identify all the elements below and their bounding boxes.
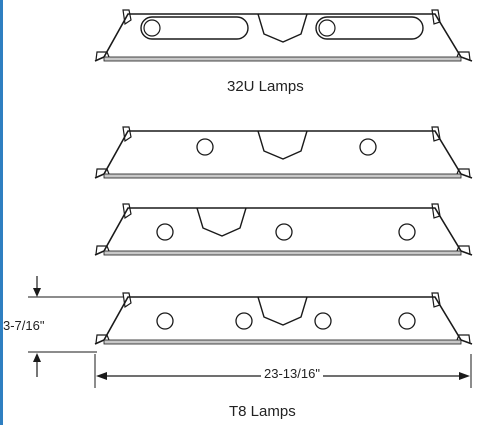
left-mounting-clip [95,9,132,61]
label-height-dimension: 3-7/16" [3,318,45,333]
accent-bar [0,0,3,425]
arrow-up-icon [33,353,41,362]
left-mounting-clip [95,126,132,178]
arrow-down-icon [33,288,41,297]
lamp-32u-left [140,16,249,40]
right-mounting-clip [431,126,471,178]
reflector-center-v [257,130,308,160]
reflector-center-v [257,13,308,43]
fixture-t8-3lamp [94,203,473,256]
left-mounting-clip [95,292,132,344]
t8-lamp [156,223,174,241]
fixture-housing [94,296,473,345]
lamp-end-right [318,19,336,37]
height-dimension [28,276,124,377]
reflector-center-v [257,296,308,326]
t8-lamp [156,312,174,330]
fixture-housing [94,207,473,256]
lamp-32u-right [315,16,424,40]
t8-lamp [196,138,214,156]
label-32u-lamps: 32U Lamps [227,78,304,95]
t8-lamp [314,312,332,330]
lens [103,339,462,345]
arrow-left-icon [96,372,107,380]
fixture-t8-4lamp [94,292,473,345]
t8-lamp [275,223,293,241]
right-mounting-clip [431,203,471,255]
arrow-right-icon [459,372,470,380]
lamp-end-left [143,19,161,37]
lens [103,173,462,179]
t8-lamp [398,312,416,330]
label-t8-lamps: T8 Lamps [229,403,296,420]
t8-lamp [398,223,416,241]
right-mounting-clip [431,292,471,344]
label-width-dimension: 23-13/16" [261,366,323,381]
left-mounting-clip [95,203,132,255]
fixture-t8-2lamp [94,126,473,179]
fixture-housing [94,130,473,179]
t8-lamp [235,312,253,330]
fixture-32u [94,9,473,62]
reflector-v [196,207,247,237]
right-mounting-clip [431,9,471,61]
lens [103,250,462,256]
lens [103,56,462,62]
fixture-housing [94,13,473,62]
t8-lamp [359,138,377,156]
